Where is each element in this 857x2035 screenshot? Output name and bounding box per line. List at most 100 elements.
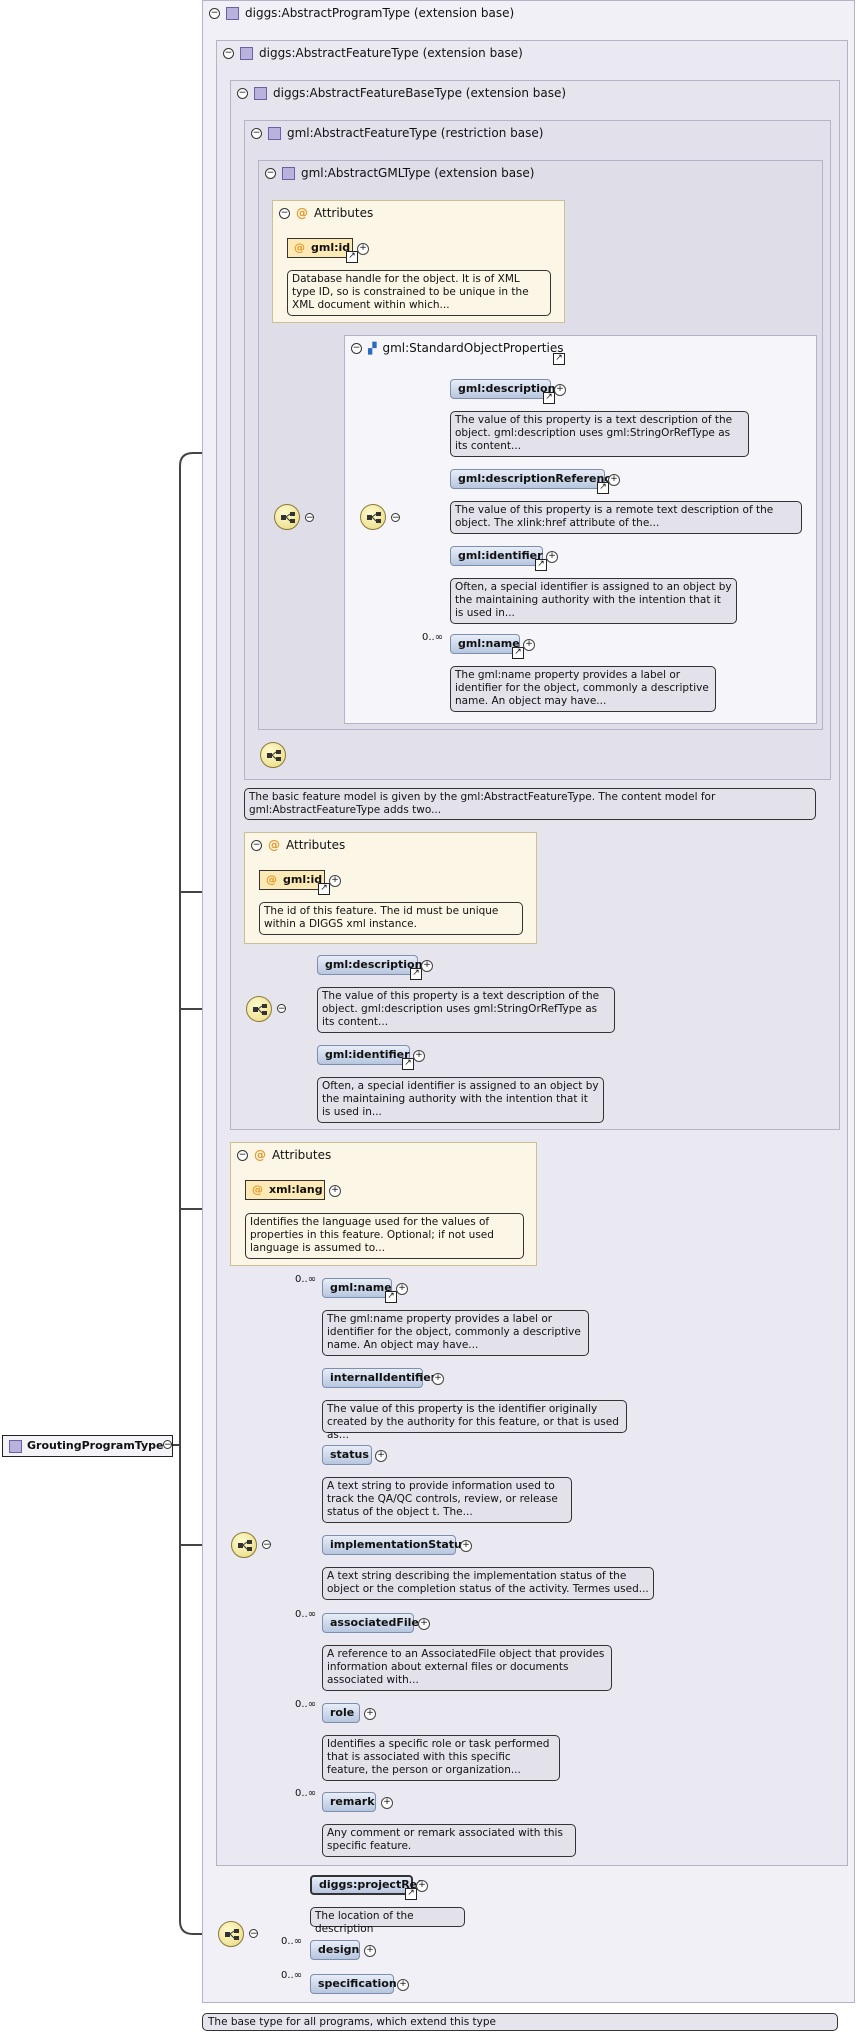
attribute-xml-lang[interactable]: @xml:lang [245, 1180, 325, 1200]
element-doc: The gml:name property provides a label o… [322, 1310, 589, 1356]
expand-icon[interactable]: + [416, 1880, 428, 1892]
attributes-label: Attributes [314, 206, 374, 220]
cardinality-label: 0..∞ [295, 1274, 317, 1285]
attribute-gml-id[interactable]: @gml:id [259, 870, 325, 890]
element-doc: Often, a special identifier is assigned … [317, 1077, 604, 1123]
element-doc: The value of this property is the identi… [322, 1400, 627, 1441]
collapse-icon[interactable]: − [237, 87, 248, 99]
collapse-icon[interactable]: − [305, 513, 314, 523]
reference-arrow-icon[interactable]: ↗ [553, 353, 565, 365]
attribute-doc: Database handle for the object. It is of… [287, 270, 551, 316]
reference-arrow-icon[interactable]: ↗ [512, 647, 524, 659]
collapse-icon[interactable]: − [277, 1004, 286, 1014]
program-type-label: diggs:AbstractProgramType (extension bas… [245, 6, 515, 20]
cardinality-label: 0..∞ [295, 1699, 317, 1710]
reference-arrow-icon[interactable]: ↗ [402, 1058, 414, 1070]
element-design[interactable]: design [310, 1940, 360, 1960]
sequence-compositor-icon[interactable] [274, 504, 300, 530]
attribute-gml-id[interactable]: @ gml:id [287, 238, 353, 258]
reference-arrow-icon[interactable]: ↗ [597, 482, 609, 494]
reference-arrow-icon[interactable]: ↗ [535, 559, 547, 571]
element-status[interactable]: status [322, 1445, 372, 1465]
complex-type-icon [282, 166, 295, 180]
element-doc: The gml:name property provides a label o… [450, 666, 716, 712]
expand-icon[interactable]: + [460, 1540, 472, 1552]
root-type-node[interactable]: GroutingProgramType [2, 1435, 173, 1457]
reference-arrow-icon[interactable]: ↗ [405, 1888, 417, 1900]
gml-abstract-type-label: gml:AbstractGMLType (extension base) [301, 166, 535, 180]
element-implementation-status[interactable]: implementationStatus [322, 1535, 468, 1555]
sequence-compositor-icon[interactable] [218, 1921, 244, 1947]
expand-icon[interactable]: + [329, 875, 341, 887]
gml-feature-type-header: − gml:AbstractFeatureType (restriction b… [251, 126, 543, 140]
element-associated-file[interactable]: associatedFile [322, 1613, 419, 1633]
expand-icon[interactable]: + [418, 1618, 430, 1630]
feature-type-header: − diggs:AbstractFeatureType (extension b… [223, 46, 523, 60]
collapse-icon[interactable]: − [265, 167, 276, 179]
collapse-icon[interactable]: − [391, 513, 400, 523]
collapse-icon[interactable]: − [249, 1929, 258, 1939]
attribute-icon: @ [252, 1183, 263, 1196]
feature-type-label: diggs:AbstractFeatureType (extension bas… [259, 46, 523, 60]
expand-icon[interactable]: + [329, 1185, 341, 1197]
attribute-icon: @ [268, 838, 280, 852]
element-role[interactable]: role [322, 1703, 360, 1723]
collapse-icon[interactable]: − [251, 839, 262, 851]
sequence-compositor-icon[interactable] [360, 504, 386, 530]
element-gml-description-reference[interactable]: gml:descriptionReference [450, 469, 618, 489]
element-gml-name[interactable]: gml:name [450, 634, 520, 654]
gml-abstract-type-header: − gml:AbstractGMLType (extension base) [265, 166, 534, 180]
group-icon: ▞ [368, 341, 377, 355]
feature-type-doc: The basic feature model is given by the … [244, 788, 816, 820]
expand-icon[interactable]: + [364, 1945, 376, 1957]
attribute-name: gml:id [283, 873, 323, 886]
collapse-icon[interactable]: − [237, 1149, 248, 1161]
expand-icon[interactable]: + [357, 243, 369, 255]
element-gml-description[interactable]: gml:description [317, 955, 422, 975]
element-remark[interactable]: remark [322, 1792, 376, 1812]
collapse-icon[interactable]: − [279, 207, 290, 219]
expand-icon[interactable]: + [413, 1050, 425, 1062]
cardinality-label: 0..∞ [422, 632, 444, 643]
collapse-icon[interactable]: − [251, 127, 262, 139]
element-gml-name[interactable]: gml:name [322, 1278, 392, 1298]
expand-icon[interactable]: + [421, 960, 433, 972]
expand-icon[interactable]: + [608, 474, 620, 486]
attribute-doc: The id of this feature. The id must be u… [259, 902, 523, 935]
expand-icon[interactable]: + [364, 1708, 376, 1720]
element-doc: Any comment or remark associated with th… [322, 1824, 576, 1857]
collapse-icon[interactable]: − [223, 47, 234, 59]
expand-icon[interactable]: + [397, 1979, 409, 1991]
element-internal-identifier[interactable]: internalIdentifier [322, 1368, 436, 1388]
element-gml-identifier[interactable]: gml:identifier [450, 546, 543, 566]
reference-arrow-icon[interactable]: ↗ [385, 1291, 397, 1303]
expand-icon[interactable]: + [432, 1373, 444, 1385]
expand-icon[interactable]: + [396, 1283, 408, 1295]
expand-icon[interactable]: + [375, 1450, 387, 1462]
reference-arrow-icon[interactable]: ↗ [543, 392, 555, 404]
cardinality-label: 0..∞ [295, 1788, 317, 1799]
element-doc: The value of this property is a text des… [317, 987, 615, 1033]
expand-icon[interactable]: + [554, 384, 566, 396]
element-project-ref[interactable]: diggs:projectRef [310, 1875, 422, 1895]
element-specification[interactable]: specification [310, 1974, 397, 1994]
expand-icon[interactable]: + [546, 551, 558, 563]
element-doc: Identifies a specific role or task perfo… [322, 1735, 560, 1781]
attribute-name: gml:id [311, 241, 351, 254]
sequence-compositor-icon[interactable] [231, 1532, 257, 1558]
collapse-icon[interactable]: − [351, 342, 362, 354]
collapse-icon[interactable]: − [163, 1440, 172, 1450]
sequence-compositor-icon[interactable] [260, 742, 286, 768]
reference-arrow-icon[interactable]: ↗ [410, 968, 422, 980]
expand-icon[interactable]: + [381, 1797, 393, 1809]
attribute-icon: @ [294, 241, 305, 254]
reference-arrow-icon[interactable]: ↗ [318, 883, 330, 895]
sequence-compositor-icon[interactable] [246, 996, 272, 1022]
attribute-icon: @ [296, 206, 308, 220]
collapse-icon[interactable]: − [262, 1540, 271, 1550]
collapse-icon[interactable]: − [209, 7, 220, 19]
reference-arrow-icon[interactable]: ↗ [346, 251, 358, 263]
element-gml-identifier[interactable]: gml:identifier [317, 1045, 410, 1065]
element-gml-description[interactable]: gml:description [450, 379, 555, 399]
expand-icon[interactable]: + [523, 639, 535, 651]
